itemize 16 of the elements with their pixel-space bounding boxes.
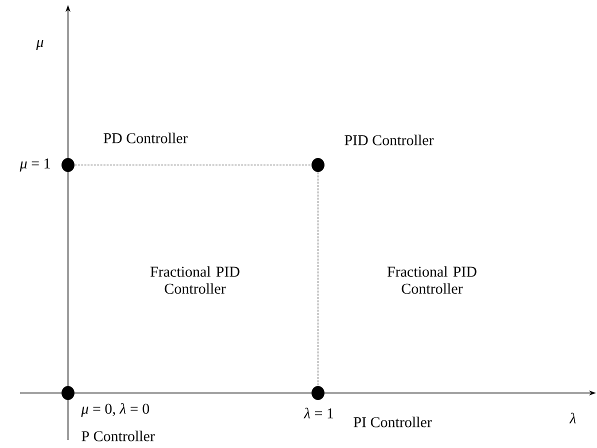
region-label: Fractional PID Controller <box>387 266 476 294</box>
point-label: PID Controller <box>344 134 434 146</box>
dashed-line <box>74 164 312 166</box>
point-marker <box>312 386 324 400</box>
point-label: PI Controller <box>354 416 432 428</box>
axis-label: λ <box>569 412 576 424</box>
point-marker <box>312 158 324 172</box>
point-label: μ = 0, λ = 0 <box>81 403 150 417</box>
point-label: μ = 1 <box>20 158 50 172</box>
point-marker <box>62 158 74 172</box>
point-marker <box>62 386 74 400</box>
point-label: P Controller <box>82 430 155 442</box>
point-label: PD Controller <box>104 132 188 144</box>
point-label: λ = 1 <box>304 408 334 418</box>
region-label: Fractional PID Controller <box>150 266 240 294</box>
axis-label: μ <box>36 40 44 50</box>
